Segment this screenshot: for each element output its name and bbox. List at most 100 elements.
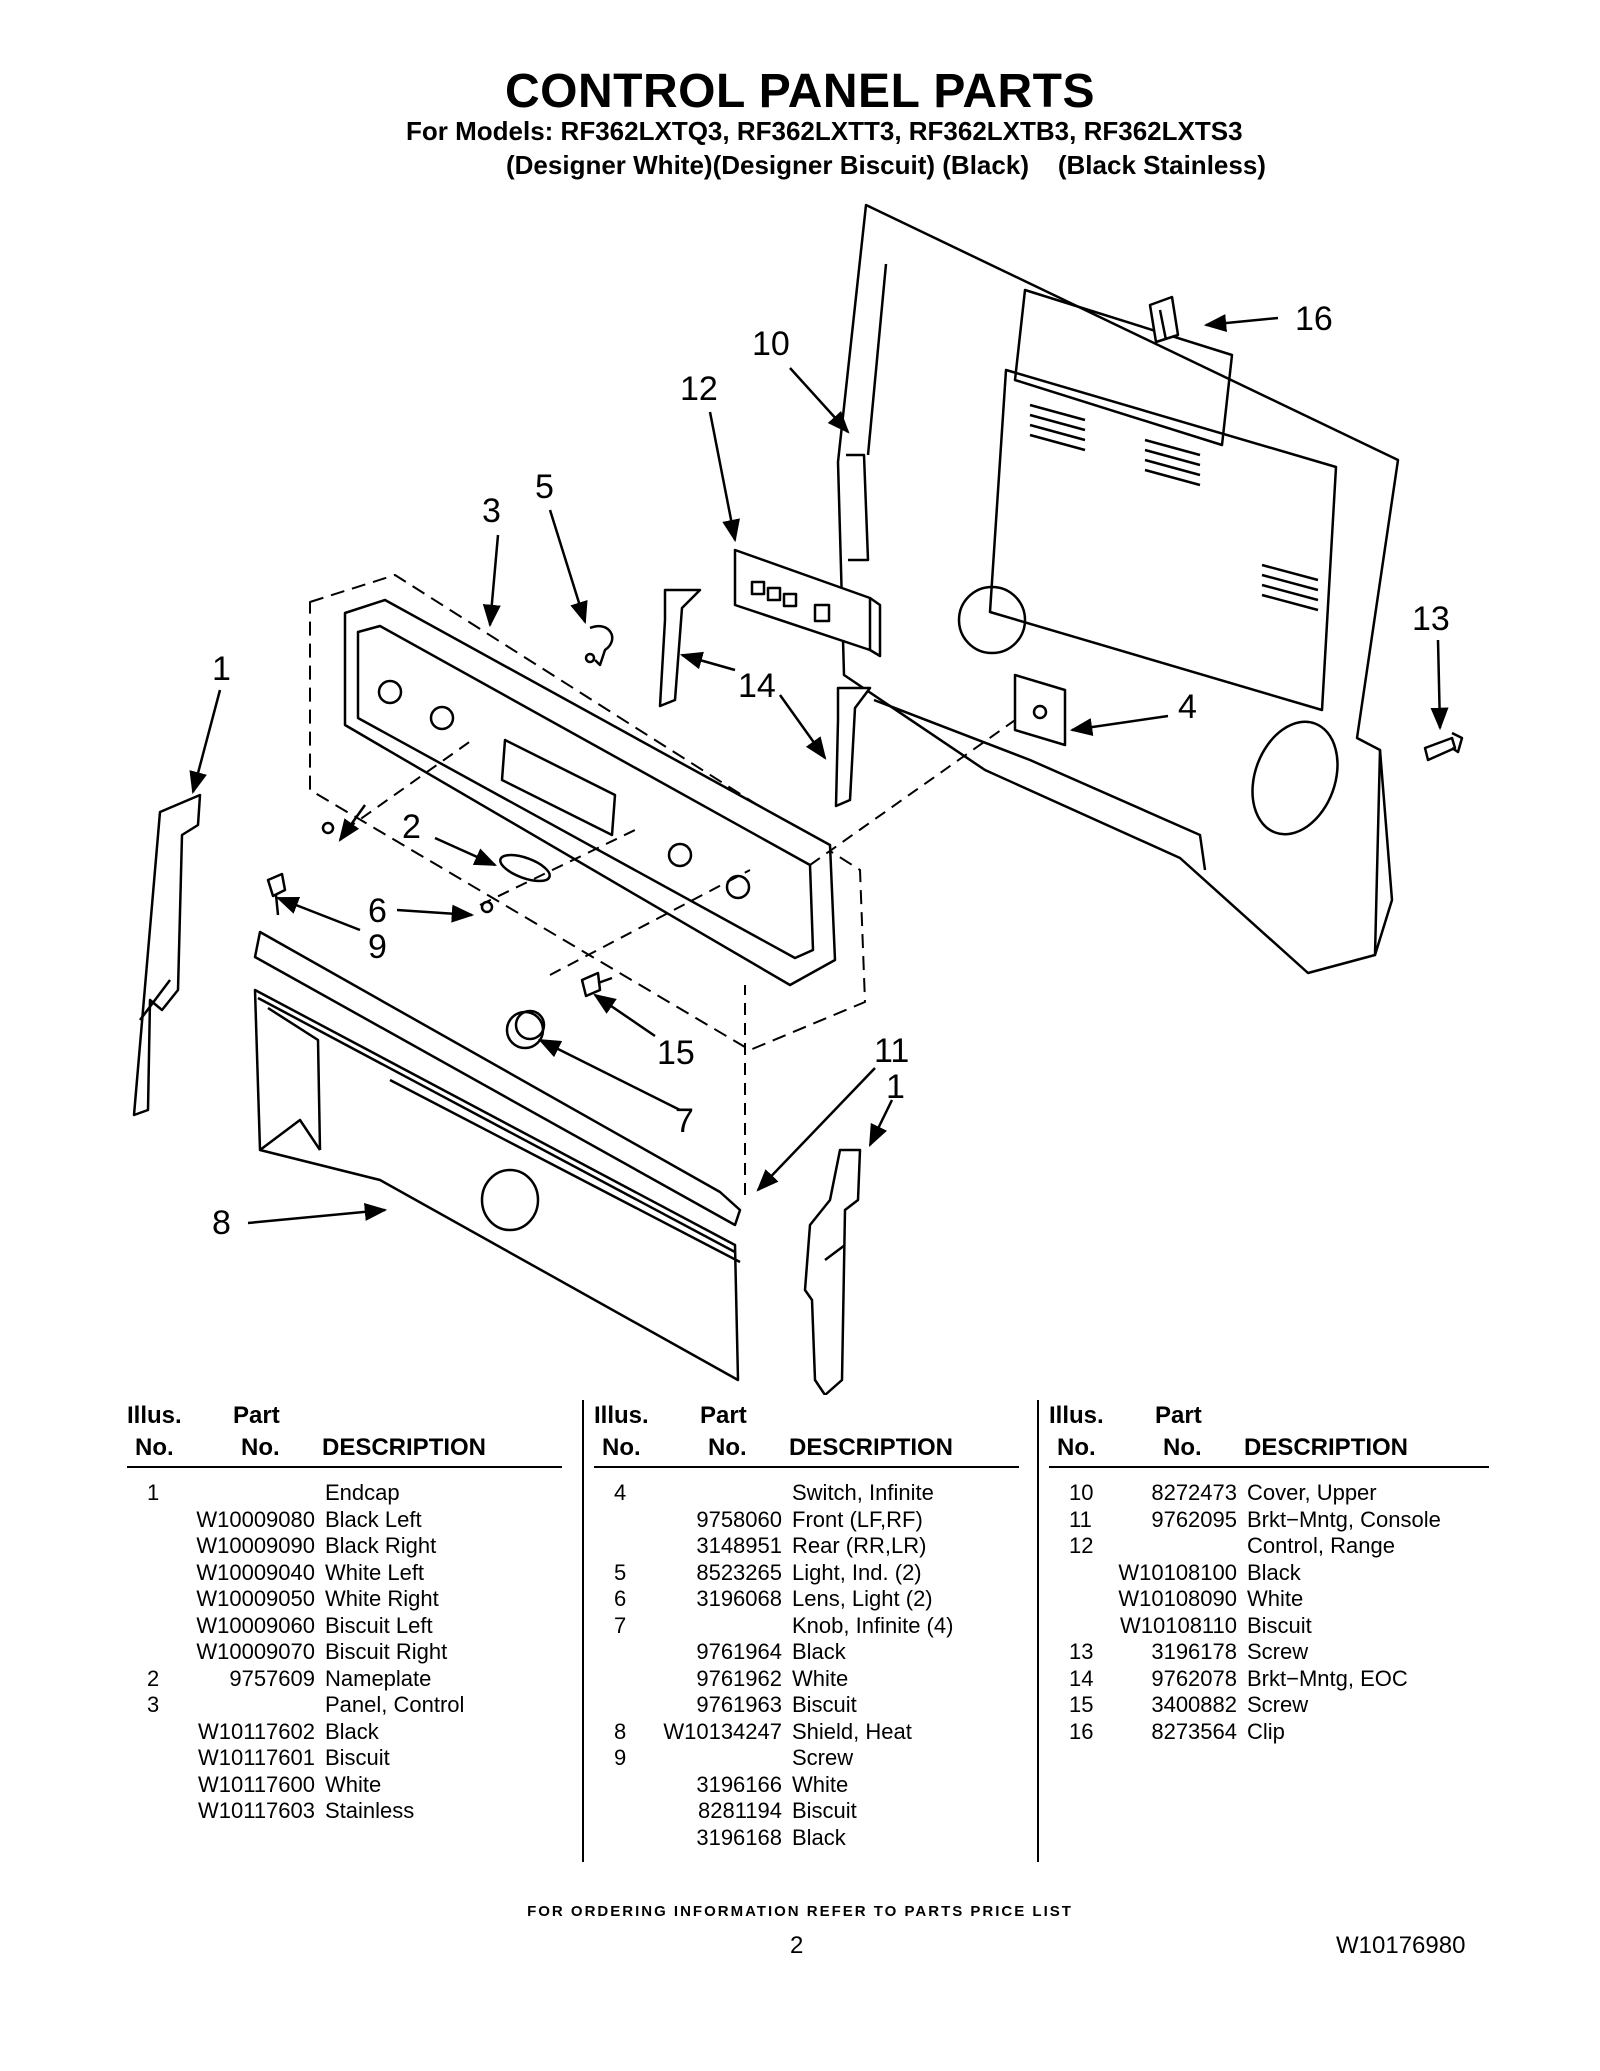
console-bracket-part	[253, 930, 742, 1227]
part-description: Shield, Heat	[792, 1718, 912, 1744]
part-number: 9762078	[1151, 1665, 1237, 1691]
part-number: 3196068	[696, 1586, 782, 1611]
part-description: Switch, Infinite	[792, 1480, 934, 1505]
callout-7: 7	[675, 1102, 694, 1140]
header-illus: Illus.	[127, 1402, 182, 1429]
part-number: W10117602	[197, 1718, 315, 1744]
part-description: Black Left	[325, 1506, 422, 1532]
part-number: 8273564	[1151, 1718, 1237, 1744]
part-description: Rear (RR,LR)	[792, 1533, 927, 1558]
part-number: 9761963	[696, 1692, 782, 1717]
illus-number: 11	[1069, 1506, 1092, 1532]
table-row: W10009050 White Right	[127, 1586, 562, 1613]
illus-number: 15	[1069, 1692, 1094, 1717]
table-row: 9761964 Black	[594, 1639, 1019, 1666]
part-description: Biscuit Right	[325, 1639, 448, 1664]
part-description: White	[1247, 1586, 1304, 1611]
part-description: Endcap	[325, 1480, 400, 1505]
illus-number: 10	[1069, 1480, 1094, 1505]
table-row: 1 Endcap	[127, 1480, 562, 1507]
part-number: W10108100	[1118, 1559, 1237, 1585]
page-number: 2	[790, 1932, 804, 1959]
part-description: Black	[792, 1639, 846, 1664]
part-description: Brkt−Mntg, EOC	[1247, 1665, 1408, 1691]
part-number: W10108110	[1119, 1612, 1237, 1638]
part-description: Screw	[792, 1745, 854, 1770]
document-number: W10176980	[1336, 1932, 1466, 1959]
callout-16: 16	[1295, 300, 1333, 338]
part-number: W10009050	[196, 1586, 315, 1611]
part-description: White	[792, 1771, 849, 1797]
callout-1-left: 1	[212, 650, 231, 688]
table-header: Illus. No. Part No. DESCRIPTION	[594, 1400, 1019, 1468]
illus-number: 3	[147, 1692, 160, 1717]
header-illus-no: No.	[135, 1434, 174, 1461]
part-number: 3148951	[696, 1533, 782, 1558]
part-number: 9761962	[696, 1665, 782, 1691]
part-description: Clip	[1247, 1718, 1285, 1744]
part-description: Control, Range	[1247, 1533, 1395, 1558]
header-illus-no: No.	[602, 1434, 641, 1461]
part-description: White	[792, 1665, 849, 1691]
ordering-note: FOR ORDERING INFORMATION REFER TO PARTS …	[527, 1903, 1073, 1920]
header-part: Part	[700, 1402, 747, 1429]
part-number: 9758060	[696, 1506, 782, 1532]
callout-9: 9	[368, 928, 387, 966]
callout-14: 14	[738, 667, 776, 705]
part-description: Black Right	[325, 1533, 437, 1558]
illus-number: 1	[147, 1480, 160, 1505]
part-number: 3196178	[1151, 1639, 1237, 1664]
screw-13-part	[1423, 731, 1464, 762]
part-description: Screw	[1247, 1692, 1309, 1717]
part-number: 9757609	[229, 1665, 315, 1691]
part-description: Front (LF,RF)	[792, 1506, 923, 1532]
exploded-parts-diagram: 16 10 12 5 3 13 1 14 4 2 6 9 15 11 1 7 8	[132, 203, 1464, 1395]
header-part-no: No.	[708, 1434, 747, 1461]
part-number: 3196168	[696, 1824, 782, 1850]
part-description: Cover, Upper	[1247, 1480, 1377, 1505]
part-number: W10117603	[197, 1798, 315, 1823]
part-number: 8281194	[697, 1798, 782, 1823]
part-description: Panel, Control	[325, 1692, 465, 1717]
eoc-bracket-part	[658, 588, 872, 808]
part-description: Lens, Light (2)	[792, 1586, 933, 1611]
table-row: 9761962 White	[594, 1666, 1019, 1693]
infinite-switch-part	[1013, 673, 1067, 747]
part-number: W10009080	[196, 1506, 315, 1532]
part-number: 9761964	[696, 1639, 782, 1664]
header-part-no: No.	[1163, 1434, 1202, 1461]
callout-10: 10	[752, 325, 790, 363]
part-number: W10117601	[197, 1745, 315, 1770]
callout-12: 12	[680, 370, 718, 408]
small-parts	[266, 821, 613, 1050]
callout-2: 2	[402, 808, 421, 846]
illus-number: 13	[1069, 1639, 1094, 1664]
part-description: Black	[325, 1718, 379, 1744]
part-description: White Right	[325, 1586, 439, 1611]
part-description: White	[325, 1771, 382, 1797]
header-description: DESCRIPTION	[322, 1434, 487, 1461]
illus-number: 7	[614, 1612, 627, 1638]
table-header: Illus. No. Part No. DESCRIPTION	[1049, 1400, 1489, 1468]
part-number: W10009070	[196, 1639, 315, 1664]
part-description: Light, Ind. (2)	[792, 1559, 922, 1585]
callout-1-right: 1	[886, 1068, 905, 1106]
